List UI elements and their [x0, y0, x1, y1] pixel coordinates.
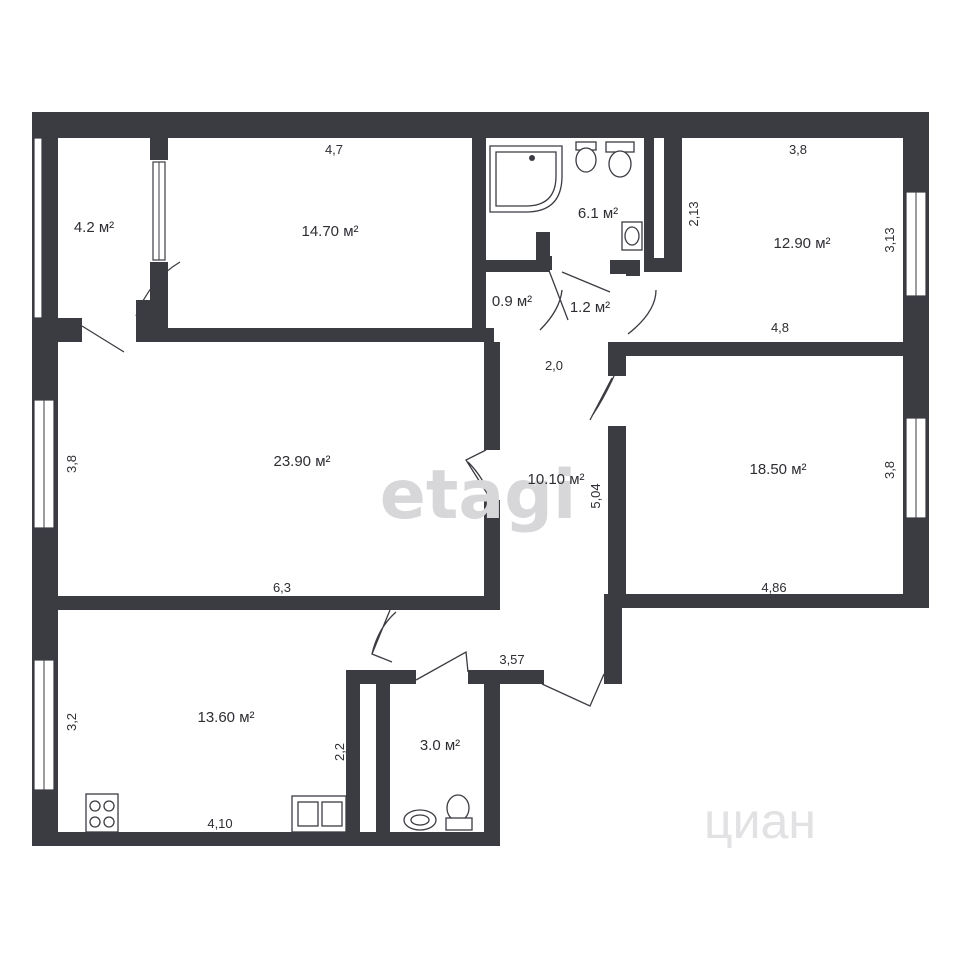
kitchen-sink-icon: [291, 795, 347, 833]
room-area-bedroom-3: 18.50 м²: [749, 461, 806, 478]
door: [371, 609, 397, 663]
dim-kitchen-width: 4,10: [207, 816, 232, 831]
dim-bedroom3-height: 3,8: [882, 461, 897, 479]
door: [539, 267, 569, 331]
dim-bedroom3-width: 4,86: [761, 580, 786, 595]
sink-icon: [621, 221, 643, 251]
room-area-living-room: 23.90 м²: [273, 453, 330, 470]
doors: [81, 261, 657, 707]
room-area-kitchen: 13.60 м²: [197, 709, 254, 726]
door: [541, 673, 605, 707]
room-area-bedroom-2: 12.90 м²: [773, 235, 830, 252]
dim-hall-width: 2,0: [545, 358, 563, 373]
room-area-bathroom: 6.1 м²: [578, 205, 618, 222]
door: [415, 650, 469, 681]
toilet-icon: [445, 794, 473, 831]
fixtures: [85, 141, 643, 833]
stove-icon: [85, 793, 119, 833]
door: [561, 271, 657, 335]
sink-icon: [403, 809, 437, 831]
room-area-bedroom-1: 14.70 м²: [301, 223, 358, 240]
dim-kitchen-height: 3,2: [64, 713, 79, 731]
dim-bedroom2-width-top: 3,8: [789, 142, 807, 157]
room-area-corridor-small: 1.2 м²: [570, 299, 610, 316]
dim-hall-lower-width: 3,57: [499, 652, 524, 667]
dim-living-width: 6,3: [273, 580, 291, 595]
toilet-icon: [605, 141, 635, 178]
window: [33, 137, 43, 319]
bidet-icon: [575, 141, 597, 173]
dim-hall-length: 5,04: [588, 483, 603, 508]
dim-bedroom2-height-left: 2,13: [686, 201, 701, 226]
door: [81, 261, 181, 353]
room-area-hall: 10.10 м²: [527, 471, 584, 488]
room-area-closet: 0.9 м²: [492, 293, 532, 310]
etagi-watermark: etagi: [380, 456, 577, 535]
door: [465, 449, 491, 499]
room-area-loggia: 4.2 м²: [74, 219, 114, 236]
room-labels: 4.2 м² 14.70 м² 6.1 м² 0.9 м² 1.2 м² 12.…: [74, 205, 831, 754]
dim-bedroom2-height-right: 3,13: [882, 227, 897, 252]
dim-bedroom2-width-bottom: 4,8: [771, 320, 789, 335]
room-area-toilet: 3.0 м²: [420, 737, 460, 754]
shower-icon: [489, 145, 563, 213]
dim-bedroom1-width: 4,7: [325, 142, 343, 157]
cian-watermark: циан: [704, 793, 816, 849]
dimension-labels: 4,7 3,8 2,13 3,13 4,8 2,0 3,8 6,3 5,04 3…: [64, 142, 897, 831]
windows: [33, 137, 927, 791]
dim-kitchen-depth: 2,2: [332, 743, 347, 761]
door: [589, 375, 615, 421]
dim-living-height: 3,8: [64, 455, 79, 473]
